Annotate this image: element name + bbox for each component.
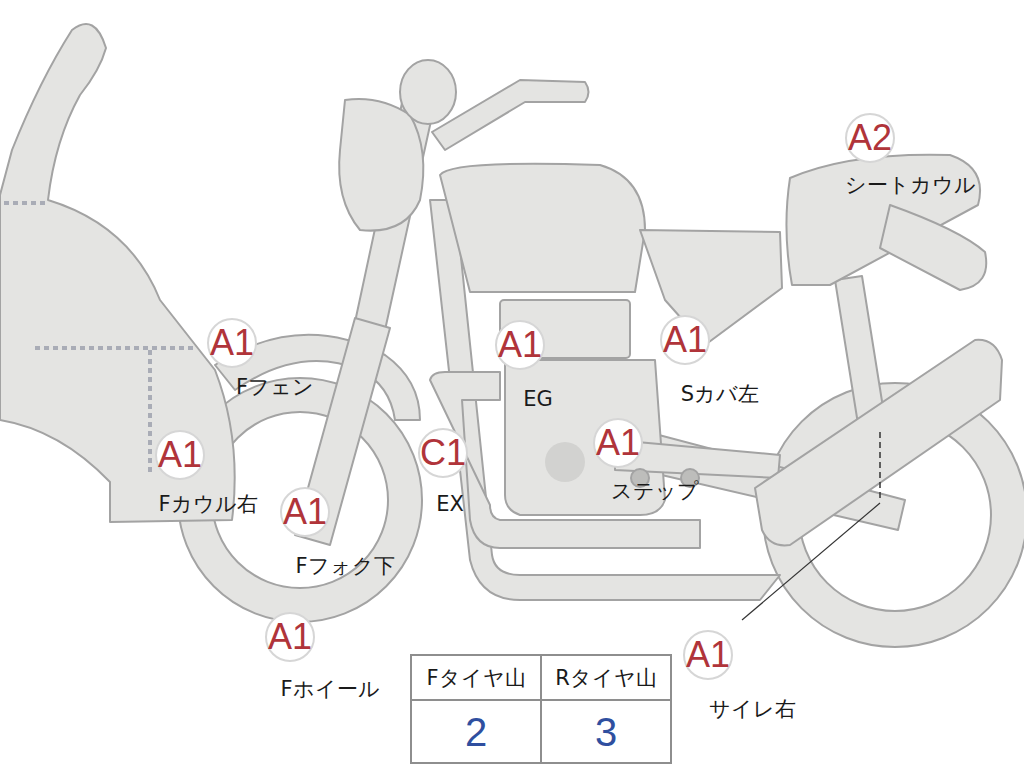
callout-number: C1 [420, 430, 466, 476]
callout-number: A1 [157, 432, 203, 478]
callout-node: A1Fフォク下 [280, 487, 330, 537]
table-value: 2 [465, 710, 487, 755]
callout-node: A2シートカウル [845, 113, 895, 163]
callout-node: A1Fホイール [265, 612, 315, 662]
callout-circle: A1 [265, 612, 315, 662]
part-name: シートカウル [845, 172, 976, 198]
part-name: Fフェン [236, 374, 314, 400]
leader-line [879, 432, 881, 500]
callout-number: A1 [267, 614, 313, 660]
callout-node: C1EX [418, 428, 468, 478]
part-name: ステップ [611, 478, 699, 504]
callout-node: A1Fフェン [207, 318, 257, 368]
callout-number: A1 [685, 632, 731, 678]
callout-node: A1EG [495, 320, 545, 370]
callout-number: A1 [497, 322, 543, 368]
tire-table [411, 655, 671, 763]
callout-circle: C1 [418, 428, 468, 478]
callout-circle: A1 [660, 315, 710, 365]
callout-circle: A1 [155, 430, 205, 480]
part-name: Fカウル右 [158, 491, 257, 517]
callout-node: A1Sカバ左 [660, 315, 710, 365]
part-name: Sカバ左 [681, 381, 759, 407]
part-name: EX [436, 491, 464, 517]
callout-number: A1 [209, 320, 255, 366]
callout-node: A1ステップ [593, 418, 643, 468]
leader-line [742, 503, 880, 620]
callout-circle: A2 [845, 113, 895, 163]
callout-circle: A1 [593, 418, 643, 468]
part-name: Fホイール [280, 676, 379, 702]
callout-circle: A1 [495, 320, 545, 370]
callout-circle: A1 [280, 487, 330, 537]
callout-circle: A1 [683, 630, 733, 680]
table-value: 3 [595, 710, 617, 755]
callout-number: A2 [847, 115, 893, 161]
callout-number: A1 [662, 317, 708, 363]
callout-circle: A1 [207, 318, 257, 368]
callout-number: A1 [282, 489, 328, 535]
callout-number: A1 [595, 420, 641, 466]
part-name: サイレ右 [709, 696, 796, 722]
table-header: Rタイヤ山 [555, 664, 657, 692]
part-name: EG [523, 386, 553, 412]
table-header: Fタイヤ山 [426, 664, 525, 692]
part-name: Fフォク下 [295, 553, 394, 579]
callout-node: A1サイレ右 [683, 630, 733, 680]
callout-node: A1Fカウル右 [155, 430, 205, 480]
